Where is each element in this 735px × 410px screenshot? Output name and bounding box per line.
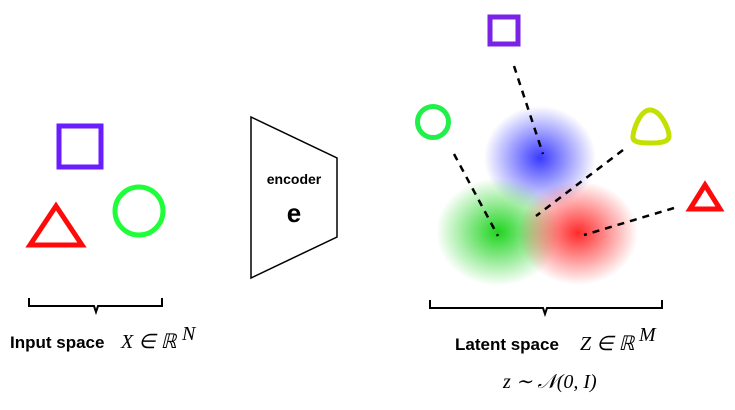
encoder-label: encoder bbox=[267, 171, 322, 187]
square-icon bbox=[487, 14, 521, 47]
input-space-superscript: N bbox=[181, 323, 197, 345]
triangle-icon bbox=[685, 180, 725, 212]
encoder-block: encoder e bbox=[250, 115, 338, 280]
circle-icon bbox=[415, 104, 451, 140]
connector-triangle bbox=[583, 206, 675, 237]
input-brace bbox=[28, 298, 163, 316]
circle-icon bbox=[112, 184, 166, 238]
input-space-label: Input space bbox=[10, 333, 104, 352]
input-space-math: X ∈ ℝ bbox=[120, 331, 178, 353]
latent-space-math: Z ∈ ℝ bbox=[580, 333, 636, 355]
latent-connectors bbox=[452, 65, 675, 237]
connector-circle bbox=[452, 153, 500, 237]
input-shapes bbox=[25, 123, 166, 248]
latent-shapes bbox=[415, 14, 725, 212]
latent-space-label: Latent space bbox=[455, 335, 559, 354]
encoder-symbol: e bbox=[287, 198, 301, 228]
latent-brace bbox=[429, 300, 663, 318]
square-icon bbox=[56, 123, 104, 170]
connector-rounded-triangle bbox=[535, 149, 624, 217]
latent-distribution: z ∼ 𝒩(0, I) bbox=[502, 371, 597, 393]
rounded-triangle-icon bbox=[630, 107, 672, 146]
encoder-trapezoid bbox=[250, 115, 338, 280]
red-cluster bbox=[518, 181, 638, 285]
latent-space-superscript: M bbox=[638, 324, 657, 346]
triangle-icon bbox=[25, 201, 87, 248]
connector-square bbox=[512, 65, 545, 155]
